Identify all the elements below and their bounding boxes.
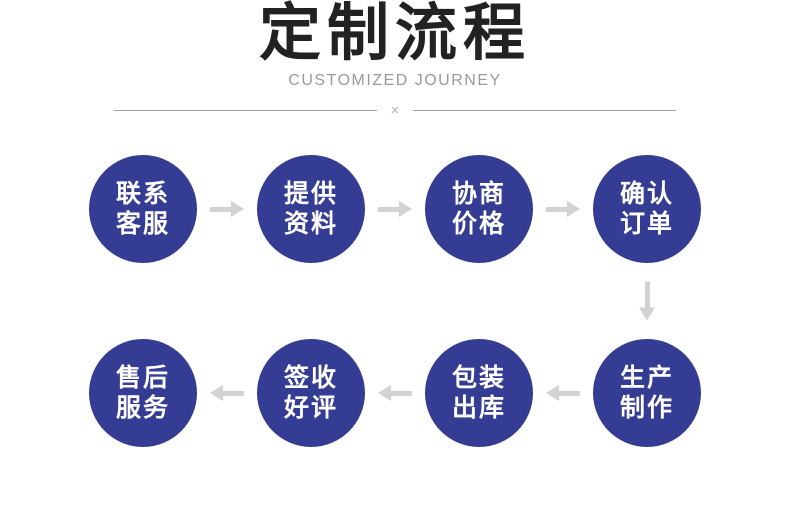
step-label-line1: 确认 [619, 180, 674, 209]
step-after-sales-service: 售后 服务 [89, 339, 197, 448]
step-contact-service: 联系 客服 [89, 155, 197, 264]
step-label-line2: 订单 [619, 210, 674, 239]
step-label-line1: 包装 [451, 364, 506, 393]
step-label-line2: 出库 [451, 394, 506, 423]
step-label-line1: 联系 [115, 180, 170, 209]
step-label-line2: 好评 [283, 394, 338, 423]
page-subtitle: CUSTOMIZED JOURNEY [288, 72, 502, 90]
step-packing-shipping: 包装 出库 [425, 339, 533, 448]
divider: × [114, 102, 677, 120]
step-label-line2: 制作 [619, 394, 674, 423]
step-label-line2: 服务 [115, 394, 170, 423]
page-title: 定制流程 [258, 0, 531, 68]
flow-row-top: 联系 客服 提供 资料 协商 价格 确认 订单 [89, 155, 701, 264]
step-negotiate-price: 协商 价格 [425, 155, 533, 264]
step-label-line2: 资料 [283, 210, 338, 239]
arrow-left-icon [210, 385, 244, 402]
step-sign-and-review: 签收 好评 [257, 339, 365, 448]
divider-x-mark: × [390, 102, 400, 120]
arrow-down-icon [639, 281, 655, 321]
arrow-right-icon [546, 201, 580, 218]
step-label-line2: 价格 [451, 210, 506, 239]
step-label-line2: 客服 [115, 210, 170, 239]
divider-line-right [413, 110, 677, 112]
arrow-left-icon [378, 385, 412, 402]
step-label-line1: 生产 [619, 364, 674, 393]
arrow-right-icon [378, 201, 412, 218]
step-label-line1: 售后 [115, 364, 170, 393]
step-label-line1: 协商 [451, 180, 506, 209]
step-confirm-order: 确认 订单 [593, 155, 701, 264]
arrow-left-icon [546, 385, 580, 402]
step-label-line1: 提供 [283, 180, 338, 209]
flow-row-bottom: 售后 服务 签收 好评 包装 出库 生产 制作 [89, 339, 701, 448]
step-label-line1: 签收 [283, 364, 338, 393]
row-connector [0, 263, 790, 339]
arrow-right-icon [210, 201, 244, 218]
step-production: 生产 制作 [593, 339, 701, 448]
step-provide-materials: 提供 资料 [257, 155, 365, 264]
divider-line-left [114, 110, 377, 112]
